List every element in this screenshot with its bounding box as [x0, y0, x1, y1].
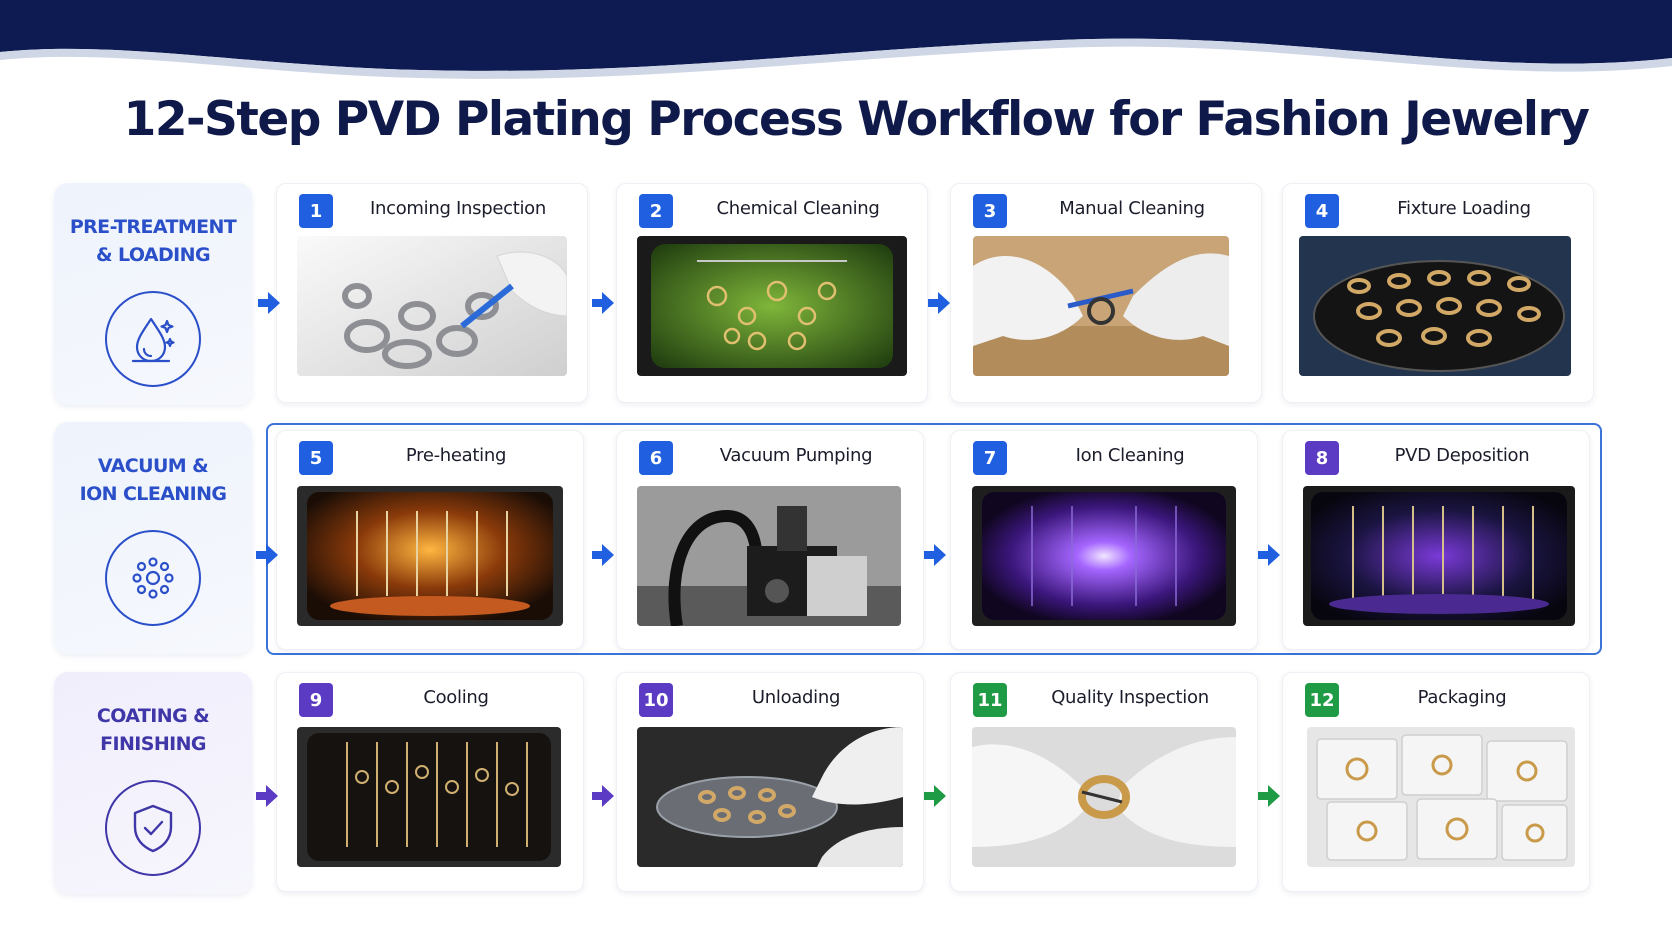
- step-card-6: 6 Vacuum Pumping: [616, 430, 924, 650]
- step-card-2: 2 Chemical Cleaning: [616, 183, 928, 403]
- arrow-right-icon: [258, 292, 280, 314]
- step-title: Chemical Cleaning: [716, 198, 880, 219]
- step-title: Pre-heating: [405, 445, 507, 466]
- step-card-4: 4 Fixture Loading: [1282, 183, 1594, 403]
- ring-inspection-photo: [972, 727, 1236, 867]
- step-number-badge: 6: [639, 441, 673, 475]
- step-card-1: 1 Incoming Inspection: [276, 183, 588, 403]
- step-title: Cooling: [423, 687, 489, 708]
- step-card-8: 8 PVD Deposition: [1282, 430, 1590, 650]
- arrow-right-icon: [928, 292, 950, 314]
- vacuum-pump-photo: [637, 486, 901, 626]
- arrow-right-icon: [924, 785, 946, 807]
- step-title: Fixture Loading: [1397, 198, 1531, 219]
- step-number-badge: 9: [299, 683, 333, 717]
- step-card-3: 3 Manual Cleaning: [950, 183, 1262, 403]
- step-number-badge: 4: [1305, 194, 1339, 228]
- page-title: 12-Step PVD Plating Process Workflow for…: [123, 92, 1590, 147]
- step-title: PVD Deposition: [1394, 445, 1530, 466]
- cooling-rack-photo: [297, 727, 561, 867]
- stage-panel-vacuum: VACUUM & ION CLEANING: [54, 422, 252, 654]
- step-card-9: 9 Cooling: [276, 672, 584, 892]
- shield-check-icon: [105, 780, 201, 876]
- step-number-badge: 3: [973, 194, 1007, 228]
- arrow-right-icon: [256, 544, 278, 566]
- step-number-badge: 5: [299, 441, 333, 475]
- green-bath-photo: [637, 236, 907, 376]
- step-number-badge: 8: [1305, 441, 1339, 475]
- stage-panel-pretreatment: PRE-TREATMENT & LOADING: [54, 183, 252, 405]
- step-title: Unloading: [751, 687, 841, 708]
- step-title: Quality Inspection: [1051, 687, 1209, 708]
- arrow-right-icon: [1258, 544, 1280, 566]
- step-number-badge: 12: [1305, 683, 1339, 717]
- tweezers-jewelry-photo: [297, 236, 567, 376]
- stage-label: VACUUM & ION CLEANING: [79, 455, 227, 505]
- arrow-right-icon: [592, 785, 614, 807]
- gloved-hands-photo: [973, 236, 1229, 376]
- stage-panel-coating: COATING & FINISHING: [54, 672, 252, 894]
- step-number-badge: 2: [639, 194, 673, 228]
- vacuum-row-highlight: [266, 423, 1602, 655]
- step-card-11: 11 Quality Inspection: [950, 672, 1258, 892]
- step-card-7: 7 Ion Cleaning: [950, 430, 1258, 650]
- stage-label: COATING & FINISHING: [96, 705, 210, 755]
- arrow-right-icon: [924, 544, 946, 566]
- step-title: Packaging: [1417, 687, 1507, 708]
- rings-fixture-photo: [1299, 236, 1571, 376]
- step-title: Manual Cleaning: [1059, 198, 1205, 219]
- heated-chamber-photo: [297, 486, 563, 626]
- step-number-badge: 11: [973, 683, 1007, 717]
- step-title: Vacuum Pumping: [719, 445, 873, 466]
- step-title: Ion Cleaning: [1075, 445, 1185, 466]
- water-drop-icon: [105, 291, 201, 387]
- step-number-badge: 7: [973, 441, 1007, 475]
- step-title: Incoming Inspection: [370, 198, 546, 219]
- step-card-10: 10 Unloading: [616, 672, 924, 892]
- arrow-right-icon: [256, 785, 278, 807]
- purple-ion-chamber-photo: [972, 486, 1236, 626]
- arrow-right-icon: [592, 544, 614, 566]
- step-number-badge: 1: [299, 194, 333, 228]
- pvd-chamber-photo: [1303, 486, 1575, 626]
- stage-label: PRE-TREATMENT & LOADING: [69, 216, 237, 266]
- step-card-12: 12 Packaging: [1282, 672, 1590, 892]
- step-card-5: 5 Pre-heating: [276, 430, 584, 650]
- arrow-right-icon: [592, 292, 614, 314]
- header-wave: [0, 0, 1672, 79]
- step-number-badge: 10: [639, 683, 673, 717]
- unloading-fixture-photo: [637, 727, 903, 867]
- dots-circle-icon: [105, 530, 201, 626]
- arrow-right-icon: [1258, 785, 1280, 807]
- packaged-jewelry-photo: [1307, 727, 1575, 867]
